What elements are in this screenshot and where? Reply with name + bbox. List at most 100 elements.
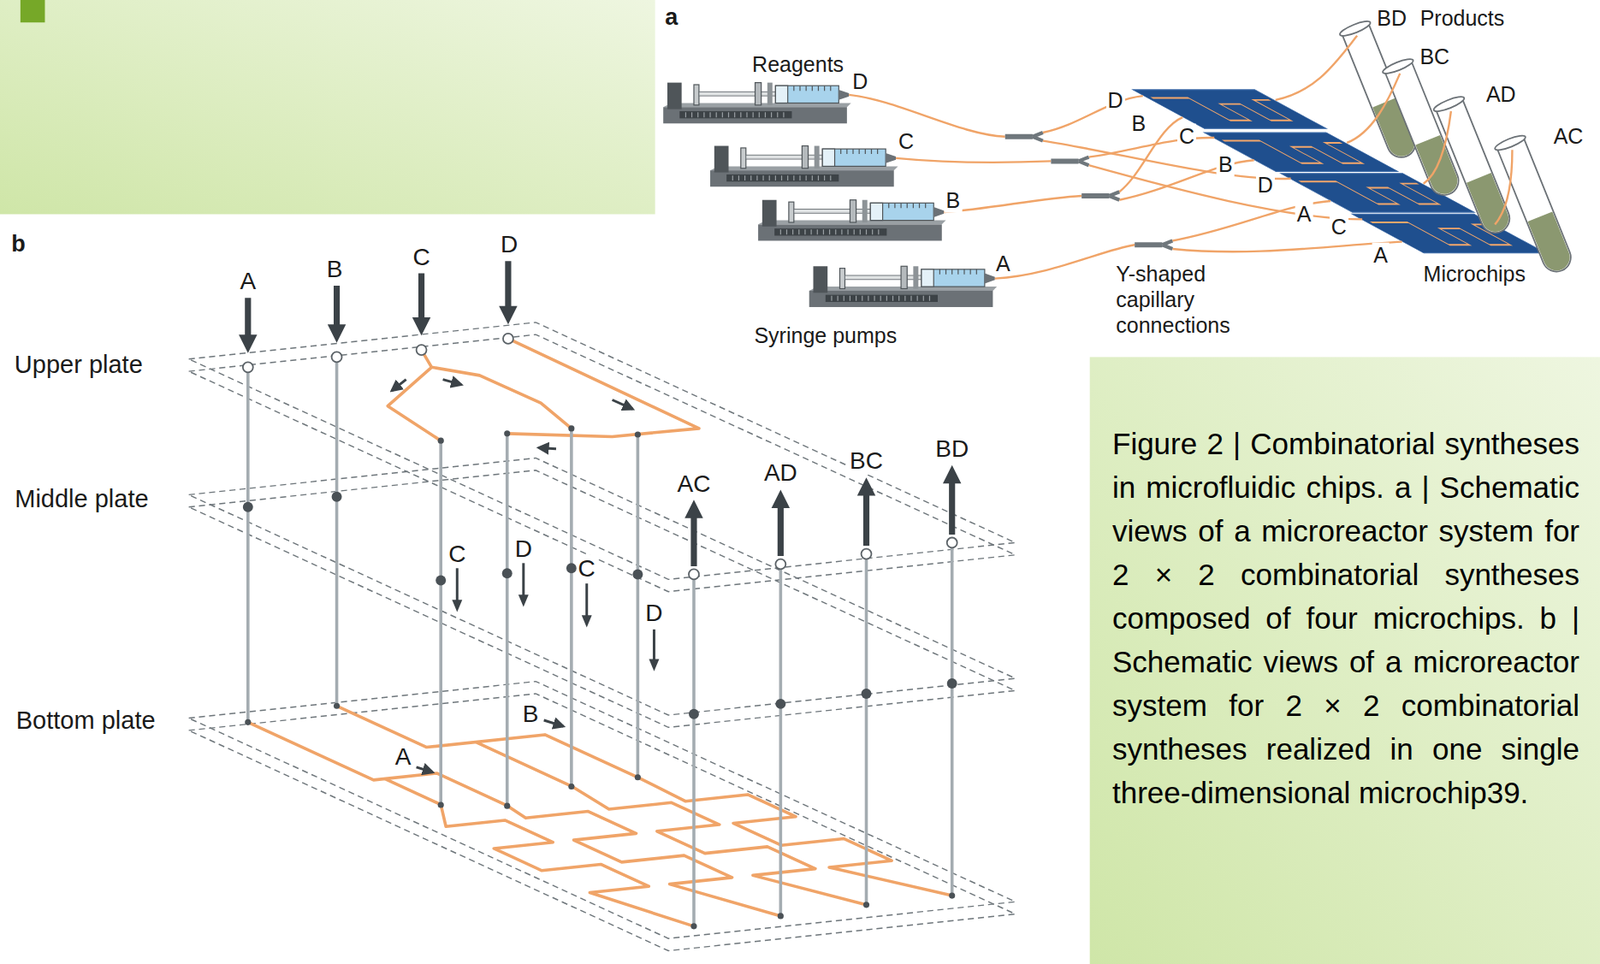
product-label: BD xyxy=(933,435,971,463)
plate-label: Upper plate xyxy=(12,350,145,380)
via-dot xyxy=(503,803,510,810)
via-pin xyxy=(865,559,869,906)
reagent-letter: C xyxy=(410,242,432,271)
direction-arrow xyxy=(416,767,433,773)
via-pin xyxy=(636,434,640,778)
group-label: Syringe pumps xyxy=(752,323,899,349)
via-dot xyxy=(775,699,786,710)
product-label: AD xyxy=(762,459,800,487)
flow-arrow xyxy=(857,477,876,546)
flow-arrow xyxy=(238,297,257,353)
product-label: AC xyxy=(1552,123,1586,149)
via-dot xyxy=(863,901,870,908)
y-connector xyxy=(1078,157,1090,166)
flow-arrow xyxy=(327,285,346,344)
small-arrow xyxy=(451,599,463,612)
via-pin xyxy=(246,372,250,721)
small-arrow xyxy=(581,615,593,628)
y-connector xyxy=(1050,158,1079,164)
via-pin xyxy=(950,547,955,896)
reagent-letter: B xyxy=(944,187,963,213)
direction-arrow xyxy=(391,379,407,392)
plate-outline xyxy=(189,470,1016,729)
capillary-tubing xyxy=(1042,95,1144,133)
corner-square xyxy=(20,0,46,23)
inlet-letter: C xyxy=(1177,123,1197,149)
port-circle xyxy=(331,351,343,362)
microchannel xyxy=(337,705,639,787)
inlet-letter: A xyxy=(1295,201,1314,227)
group-label: Microchips xyxy=(1422,260,1528,286)
y-connector xyxy=(1134,242,1162,248)
figure-caption: Figure 2 | Combinatorial syntheses in mi… xyxy=(1112,421,1580,815)
via-dot xyxy=(503,430,510,437)
inlet-letter: A xyxy=(1371,242,1390,268)
port-circle xyxy=(416,344,427,356)
flow-letter: C xyxy=(576,555,598,583)
reagent-letter: D xyxy=(498,231,520,259)
microchips xyxy=(1132,89,1328,129)
flow-letter: A xyxy=(393,743,414,771)
direction-arrow xyxy=(539,448,557,450)
small-arrow xyxy=(648,658,659,671)
group-label: Reagents xyxy=(750,52,846,78)
small-arrow xyxy=(521,562,525,597)
via-pin xyxy=(569,428,574,788)
microchannel xyxy=(571,786,866,906)
reagent-letter: B xyxy=(325,255,345,284)
y-connector xyxy=(1005,132,1174,249)
small-arrow xyxy=(451,562,659,671)
inlet-letter: D xyxy=(1256,171,1275,197)
capillary-tubing xyxy=(1423,111,1452,184)
via-dot xyxy=(861,688,872,700)
product-tubes xyxy=(1338,18,1577,278)
capillary-tubing xyxy=(1172,201,1331,242)
via-dot xyxy=(244,719,251,726)
via-dot xyxy=(242,425,958,930)
flow-letter: D xyxy=(513,535,534,563)
flow-arrow xyxy=(684,499,703,567)
port-circle xyxy=(242,333,958,580)
product-label: AD xyxy=(1484,81,1518,107)
reagent-letter: A xyxy=(237,267,258,296)
via-dot xyxy=(777,912,784,919)
flow-letter: D xyxy=(643,599,664,628)
capillary-tubing xyxy=(995,244,1135,279)
plate-outline xyxy=(189,334,1016,593)
panel-letter: b xyxy=(9,231,28,259)
via-pin xyxy=(505,433,510,806)
plate-outline xyxy=(189,322,1016,581)
port-circle xyxy=(775,559,786,570)
syringe-pumps xyxy=(710,146,898,188)
y-connector xyxy=(1081,193,1109,199)
header-panel xyxy=(0,0,656,214)
capillary-tubing xyxy=(1494,149,1512,225)
via-dot xyxy=(568,783,575,790)
y-connector xyxy=(1108,191,1120,201)
plate-label: Middle plate xyxy=(12,485,150,515)
y-connector xyxy=(1005,134,1033,140)
via-dot xyxy=(634,774,641,781)
small-arrow xyxy=(652,629,656,662)
product-label: AC xyxy=(675,470,713,498)
inlet-letter: B xyxy=(1130,111,1149,137)
small-arrow xyxy=(456,568,459,602)
flow-arrow xyxy=(942,465,961,535)
port-circle xyxy=(688,568,700,580)
via-dot xyxy=(947,678,958,689)
plate-outline xyxy=(189,693,1016,952)
via-pin xyxy=(438,440,443,806)
microchannel xyxy=(638,777,953,896)
group-label: Products xyxy=(1418,5,1507,31)
flow-letter: C xyxy=(446,539,468,568)
microchannel xyxy=(248,338,953,927)
direction-arrow xyxy=(612,399,634,409)
via-dot xyxy=(435,575,446,587)
direction-arrow xyxy=(443,379,462,386)
via-dot xyxy=(502,568,513,579)
via-dot xyxy=(634,431,641,438)
via-dot xyxy=(948,893,955,900)
product-tubes xyxy=(1432,94,1516,238)
plate-outline xyxy=(189,681,1016,940)
